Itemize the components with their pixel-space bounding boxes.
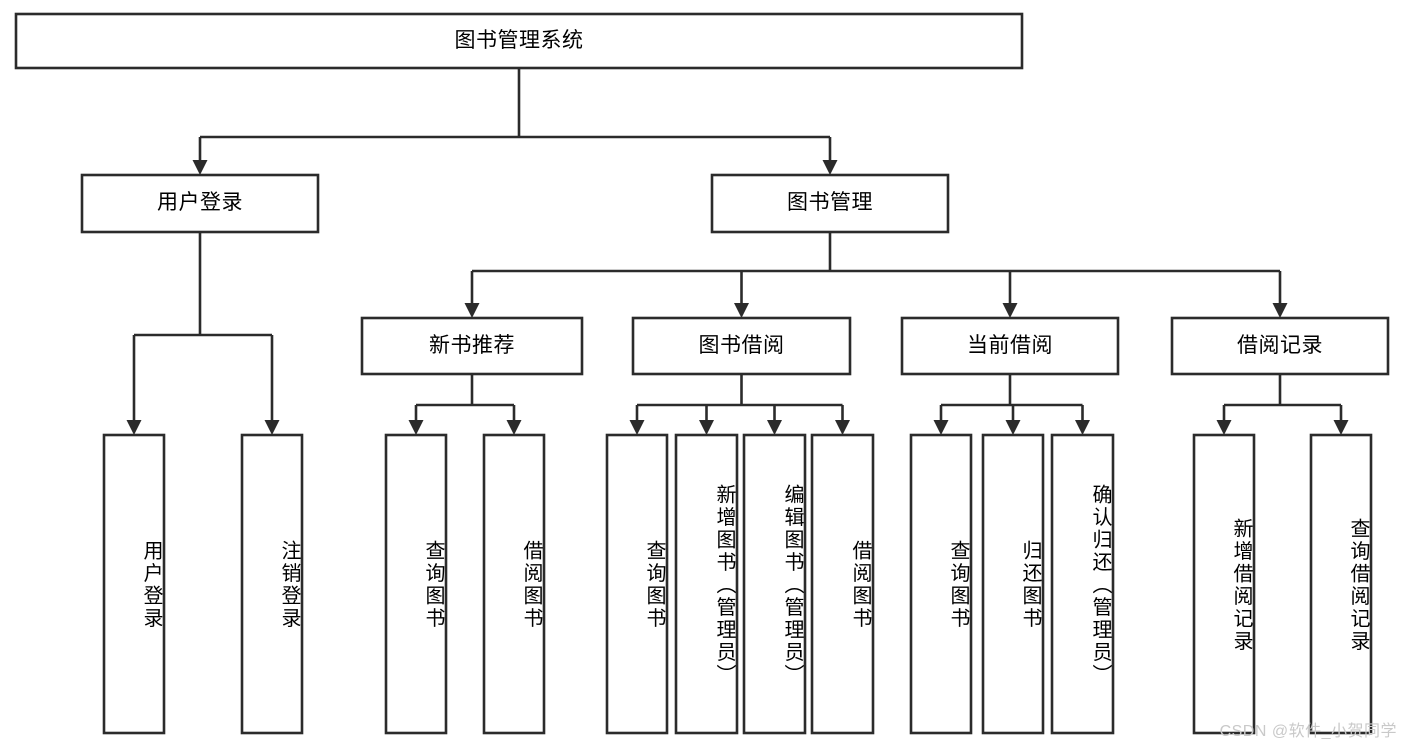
node-box-leaf-borrow-book[interactable] [810, 433, 875, 735]
arrow-head-leaf-query-book-current [933, 420, 949, 435]
node-box-leaf-confirm-return[interactable] [1050, 433, 1115, 735]
node-box-new-book-recommend[interactable] [360, 316, 584, 376]
arrow-head-leaf-return-book [1005, 420, 1021, 435]
node-box-leaf-query-record[interactable] [1309, 433, 1373, 735]
arrow-head-user-login [192, 160, 208, 175]
arrow-head-leaf-confirm-return [1075, 420, 1090, 435]
arrow-head-leaf-user-logout [264, 420, 280, 435]
node-box-leaf-borrow-book-rec[interactable] [482, 433, 546, 735]
arrow-head-borrow-record [1272, 303, 1288, 318]
arrow-head-book-manage [822, 160, 838, 175]
arrow-head-leaf-query-book-rec [408, 420, 424, 435]
arrow-head-leaf-add-book [699, 420, 714, 435]
node-box-leaf-return-book[interactable] [981, 433, 1045, 735]
node-box-leaf-add-book[interactable] [674, 433, 739, 735]
node-box-leaf-user-login[interactable] [102, 433, 166, 735]
arrow-head-book-borrow [734, 303, 749, 318]
arrow-head-leaf-user-login [126, 420, 142, 435]
node-box-root[interactable] [14, 12, 1024, 70]
node-box-leaf-edit-book[interactable] [742, 433, 807, 735]
arrow-head-leaf-query-record [1333, 420, 1349, 435]
node-box-leaf-query-book-current[interactable] [909, 433, 973, 735]
arrow-head-leaf-borrow-book [835, 420, 850, 435]
node-box-leaf-user-logout[interactable] [240, 433, 304, 735]
arrow-head-leaf-add-record [1216, 420, 1232, 435]
node-box-borrow-record[interactable] [1170, 316, 1390, 376]
arrow-head-current-borrow [1002, 303, 1018, 318]
node-box-book-manage[interactable] [710, 173, 950, 234]
node-box-leaf-query-book-rec[interactable] [384, 433, 448, 735]
node-box-leaf-add-record[interactable] [1192, 433, 1256, 735]
arrow-head-new-book-recommend [464, 303, 480, 318]
watermark-text: CSDN @软件_小贺同学 [1219, 723, 1397, 740]
arrow-head-leaf-edit-book [767, 420, 782, 435]
node-box-book-borrow[interactable] [631, 316, 852, 376]
node-box-user-login[interactable] [80, 173, 320, 234]
node-box-leaf-query-book-borrow[interactable] [605, 433, 669, 735]
arrow-head-leaf-query-book-borrow [629, 420, 645, 435]
arrow-head-leaf-borrow-book-rec [506, 420, 522, 435]
node-box-current-borrow[interactable] [900, 316, 1120, 376]
